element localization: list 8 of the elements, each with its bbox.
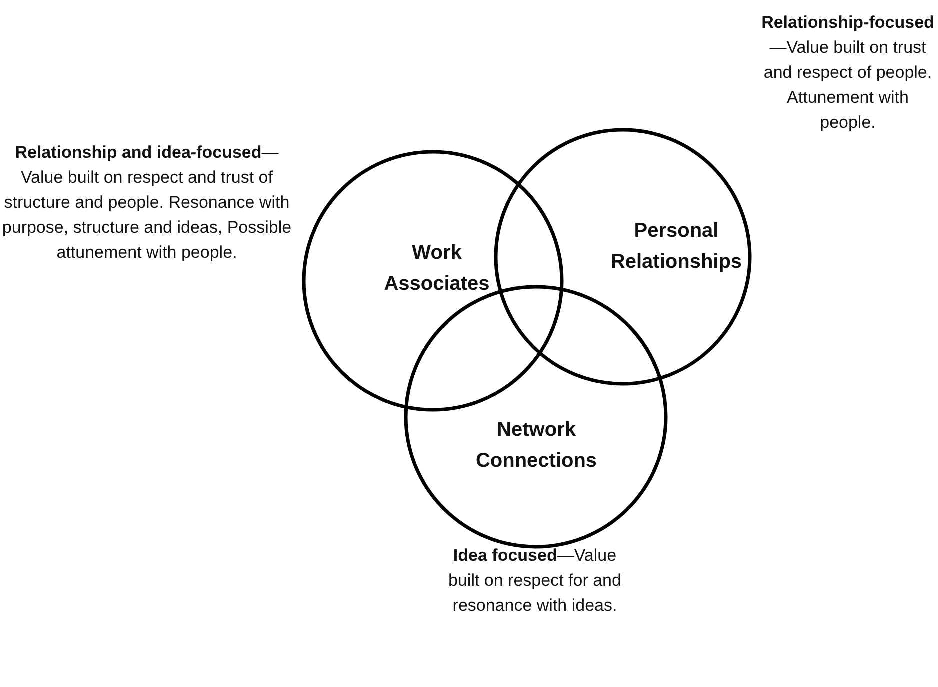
circle-label: Work Associates (383, 241, 491, 297)
circle-label: Network Connections (474, 418, 598, 474)
description-text: Idea focused—Value built on respect for and resonance with ideas. (448, 545, 622, 617)
venn-circle (494, 128, 752, 386)
description-text: Relationship and idea-focused—Value built on respect and trust of structure and people. Resonance with purpose, structure and ideas, Possible attunement with people. (2, 142, 292, 264)
description-text: Relationship-focused—Value built on trust and respect of people. Attunement with people. (760, 12, 936, 134)
circle-label: Personal Relationships (610, 219, 744, 275)
venn-circle (302, 150, 564, 412)
